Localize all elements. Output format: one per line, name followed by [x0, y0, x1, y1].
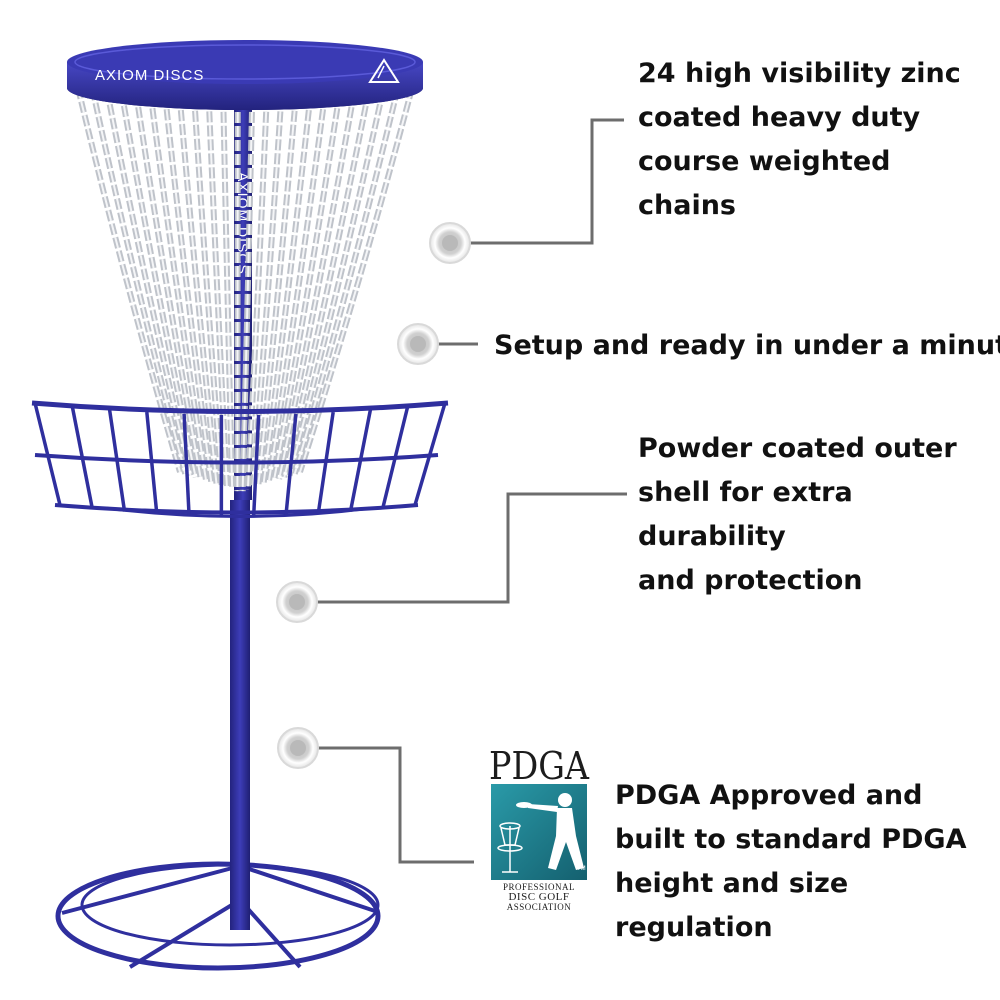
pdga-logo-line2: DISC GOLF — [508, 891, 569, 903]
basket-rib — [145, 411, 159, 515]
chain-highlight — [288, 90, 384, 476]
chain-highlight — [193, 96, 223, 486]
chain-highlight — [257, 96, 297, 487]
chain-highlight — [246, 97, 268, 490]
chain-highlight — [241, 97, 254, 492]
chain-highlight — [283, 91, 370, 478]
basket-rib — [33, 402, 62, 506]
chain-highlight — [299, 87, 413, 473]
callout-marker-icon — [429, 222, 471, 264]
basket-rib — [348, 409, 373, 512]
basket-rib — [107, 409, 127, 512]
chain-highlight — [222, 97, 234, 490]
chain-highlight — [91, 89, 187, 474]
pdga-logo-line3: ASSOCIATION — [507, 902, 572, 912]
pdga-logo-acronym: PDGA — [489, 744, 589, 788]
basket-rib — [182, 413, 191, 517]
chain-highlight — [77, 87, 181, 473]
base-ring — [55, 861, 381, 971]
feature-coating-text: Powder coated outer shell for extra dura… — [638, 433, 957, 596]
catch-basket — [31, 400, 449, 518]
chain-highlight — [293, 89, 399, 475]
callout-marker-icon — [397, 323, 439, 365]
chain-highlight — [267, 95, 326, 483]
axiom-logo-icon — [368, 58, 400, 83]
chain-highlight — [262, 96, 312, 485]
pdga-tm: TM — [577, 866, 586, 872]
basket-rib — [70, 406, 94, 509]
chain-highlight — [164, 95, 213, 483]
top-rim: AXIOM DISCS — [67, 40, 423, 110]
basket-rib — [251, 414, 261, 517]
chain-highlight — [207, 97, 228, 488]
chain-assembly — [75, 87, 415, 492]
chain-highlight — [278, 93, 355, 480]
disc-golfer-icon — [516, 793, 584, 870]
mini-basket-icon — [497, 822, 523, 873]
chain-highlight — [272, 94, 341, 481]
feature-pdga-text: PDGA Approved and built to standard PDGA… — [615, 780, 967, 943]
feature-setup-text: Setup and ready in under a minute — [494, 330, 1000, 361]
chain-highlight — [106, 90, 192, 476]
basket-rib — [284, 413, 298, 517]
feature-chains-text: 24 high visibility zinc coated heavy dut… — [638, 58, 961, 221]
basket-rib — [316, 411, 335, 515]
pole: AXIOM DISCS — [230, 80, 252, 930]
basket-rib — [413, 402, 447, 506]
pdga-logo: PDGA TM PROFESSIONAL DISC GOLF ASSOCIATI… — [489, 744, 589, 912]
chain-highlight — [135, 93, 202, 480]
basket-rib — [381, 405, 410, 509]
callout-marker-icon — [277, 727, 319, 769]
rim-brand-text: AXIOM DISCS — [95, 67, 204, 84]
callout-marker-icon — [276, 581, 318, 623]
callout-lines — [297, 118, 627, 864]
pdga-logo-line1: PROFESSIONAL — [503, 882, 575, 892]
chain-highlight — [149, 94, 208, 481]
chain-highlight — [178, 96, 218, 485]
